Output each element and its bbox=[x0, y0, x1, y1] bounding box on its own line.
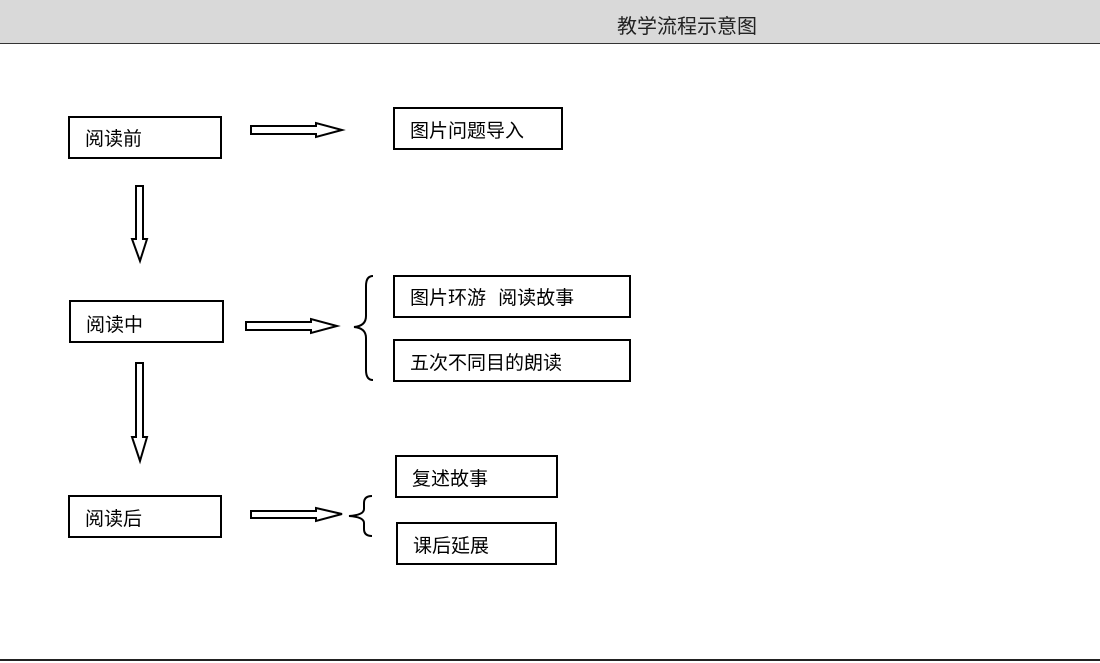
activity-label: 复述故事 bbox=[412, 468, 489, 490]
activity-box: 复述故事 bbox=[395, 455, 558, 498]
activity-label: 图片环游 阅读故事 bbox=[410, 287, 575, 309]
stage-box-after: 阅读后 bbox=[68, 495, 222, 538]
activity-label: 课后延展 bbox=[413, 535, 490, 557]
stage-box-before: 阅读前 bbox=[68, 116, 222, 159]
stage-label: 阅读前 bbox=[85, 128, 143, 150]
activity-box: 图片问题导入 bbox=[393, 107, 563, 150]
arrow-after-to-activities bbox=[250, 506, 343, 523]
activity-label: 五次不同目的朗读 bbox=[410, 352, 563, 374]
arrow-before-to-activity bbox=[250, 121, 346, 139]
bottom-rule bbox=[0, 659, 1100, 661]
title-bar: 教学流程示意图 bbox=[0, 0, 1100, 44]
arrow-during-to-activities bbox=[245, 317, 341, 335]
arrow-during-to-after bbox=[130, 362, 149, 465]
activity-label: 图片问题导入 bbox=[410, 120, 525, 142]
stage-label: 阅读中 bbox=[86, 314, 144, 336]
diagram-title: 教学流程示意图 bbox=[617, 14, 757, 38]
stage-box-during: 阅读中 bbox=[69, 300, 224, 343]
activity-box: 五次不同目的朗读 bbox=[393, 339, 631, 382]
stage-label: 阅读后 bbox=[85, 508, 143, 530]
arrow-before-to-during bbox=[130, 185, 149, 265]
activity-box: 课后延展 bbox=[396, 522, 557, 565]
brace-after bbox=[348, 495, 373, 537]
activity-box: 图片环游 阅读故事 bbox=[393, 275, 631, 318]
brace-during bbox=[353, 275, 374, 381]
